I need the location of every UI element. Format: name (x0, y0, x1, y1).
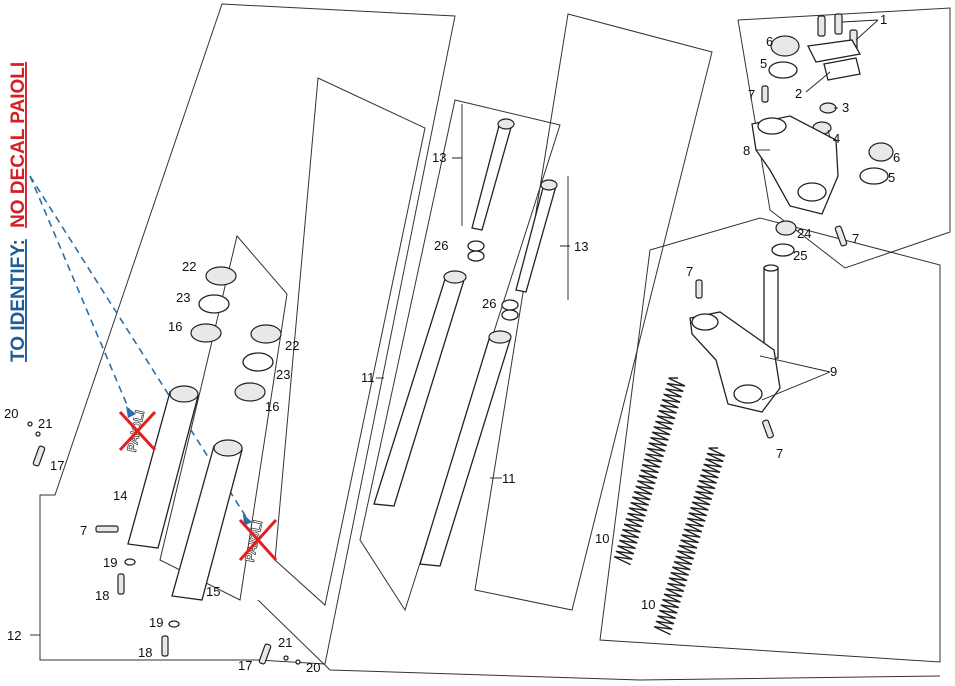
callout-19: 19 (149, 615, 163, 630)
callout-24: 24 (797, 226, 811, 241)
callout-18: 18 (138, 645, 152, 660)
callout-22: 22 (182, 259, 196, 274)
callout-2: 2 (795, 86, 802, 101)
panel-damper (474, 13, 713, 611)
background-panels (39, 3, 951, 681)
panel-tubes (274, 77, 426, 606)
callout-16: 16 (265, 399, 279, 414)
callout-1: 1 (880, 12, 887, 27)
callout-25: 25 (793, 248, 807, 263)
callout-5: 5 (760, 56, 767, 71)
inner-tubes (373, 270, 512, 567)
damper-rods (467, 118, 558, 321)
leader-lines (30, 19, 879, 636)
identify-note-prefix: TO IDENTIFY: (8, 239, 29, 362)
no-decal-cross-left (118, 410, 157, 452)
no-decal-cross-right (238, 518, 278, 562)
callout-7: 7 (776, 446, 783, 461)
callout-6: 6 (893, 150, 900, 165)
panel-lower-legs (39, 3, 456, 665)
panel-right (599, 217, 941, 663)
callout-20: 20 (306, 660, 320, 675)
callout-10: 10 (595, 531, 609, 546)
callout-4: 4 (833, 131, 840, 146)
panel-bottom-edge (257, 599, 941, 681)
identify-note-suffix: NO DECAL PAIOLI (8, 62, 29, 228)
panel-top-crown (737, 7, 951, 269)
callout-17: 17 (238, 658, 252, 673)
callout-7: 7 (748, 87, 755, 102)
lower-legs (27, 385, 301, 665)
callout-7: 7 (686, 264, 693, 279)
callout-7: 7 (80, 523, 87, 538)
callout-23: 23 (176, 290, 190, 305)
callout-9: 9 (830, 364, 837, 379)
callout-7: 7 (852, 231, 859, 246)
callout-21: 21 (38, 416, 52, 431)
fork-springs (613, 377, 726, 636)
callout-17: 17 (50, 458, 64, 473)
callout-23: 23 (276, 367, 290, 382)
callout-13: 13 (432, 150, 446, 165)
top-crown-assembly (751, 13, 894, 257)
callout-14: 14 (113, 488, 127, 503)
panel-inner-tubes (359, 99, 561, 612)
callout-16: 16 (168, 319, 182, 334)
callout-21: 21 (278, 635, 292, 650)
callout-5: 5 (888, 170, 895, 185)
callout-13: 13 (574, 239, 588, 254)
callout-18: 18 (95, 588, 109, 603)
callout-8: 8 (743, 143, 750, 158)
callout-26: 26 (482, 296, 496, 311)
bottom-yoke-assembly (689, 264, 781, 439)
callouts: 1 2 3 4 5 5 6 6 7 7 7 7 7 8 9 10 10 11 1… (4, 12, 900, 675)
callout-11: 11 (502, 471, 516, 486)
callout-20: 20 (4, 406, 18, 421)
identify-note: TO IDENTIFY: NO DECAL PAIOLI (8, 62, 29, 362)
callout-10: 10 (641, 597, 655, 612)
seal-kit (190, 266, 282, 402)
panel-seals (159, 234, 288, 601)
callout-26: 26 (434, 238, 448, 253)
callout-12: 12 (7, 628, 21, 643)
callout-6: 6 (766, 34, 773, 49)
callout-19: 19 (103, 555, 117, 570)
callout-15: 15 (206, 584, 220, 599)
callout-3: 3 (842, 100, 849, 115)
callout-11: 11 (361, 370, 375, 385)
callout-22: 22 (285, 338, 299, 353)
identify-note-text: TO IDENTIFY: NO DECAL PAIOLI (8, 62, 29, 362)
